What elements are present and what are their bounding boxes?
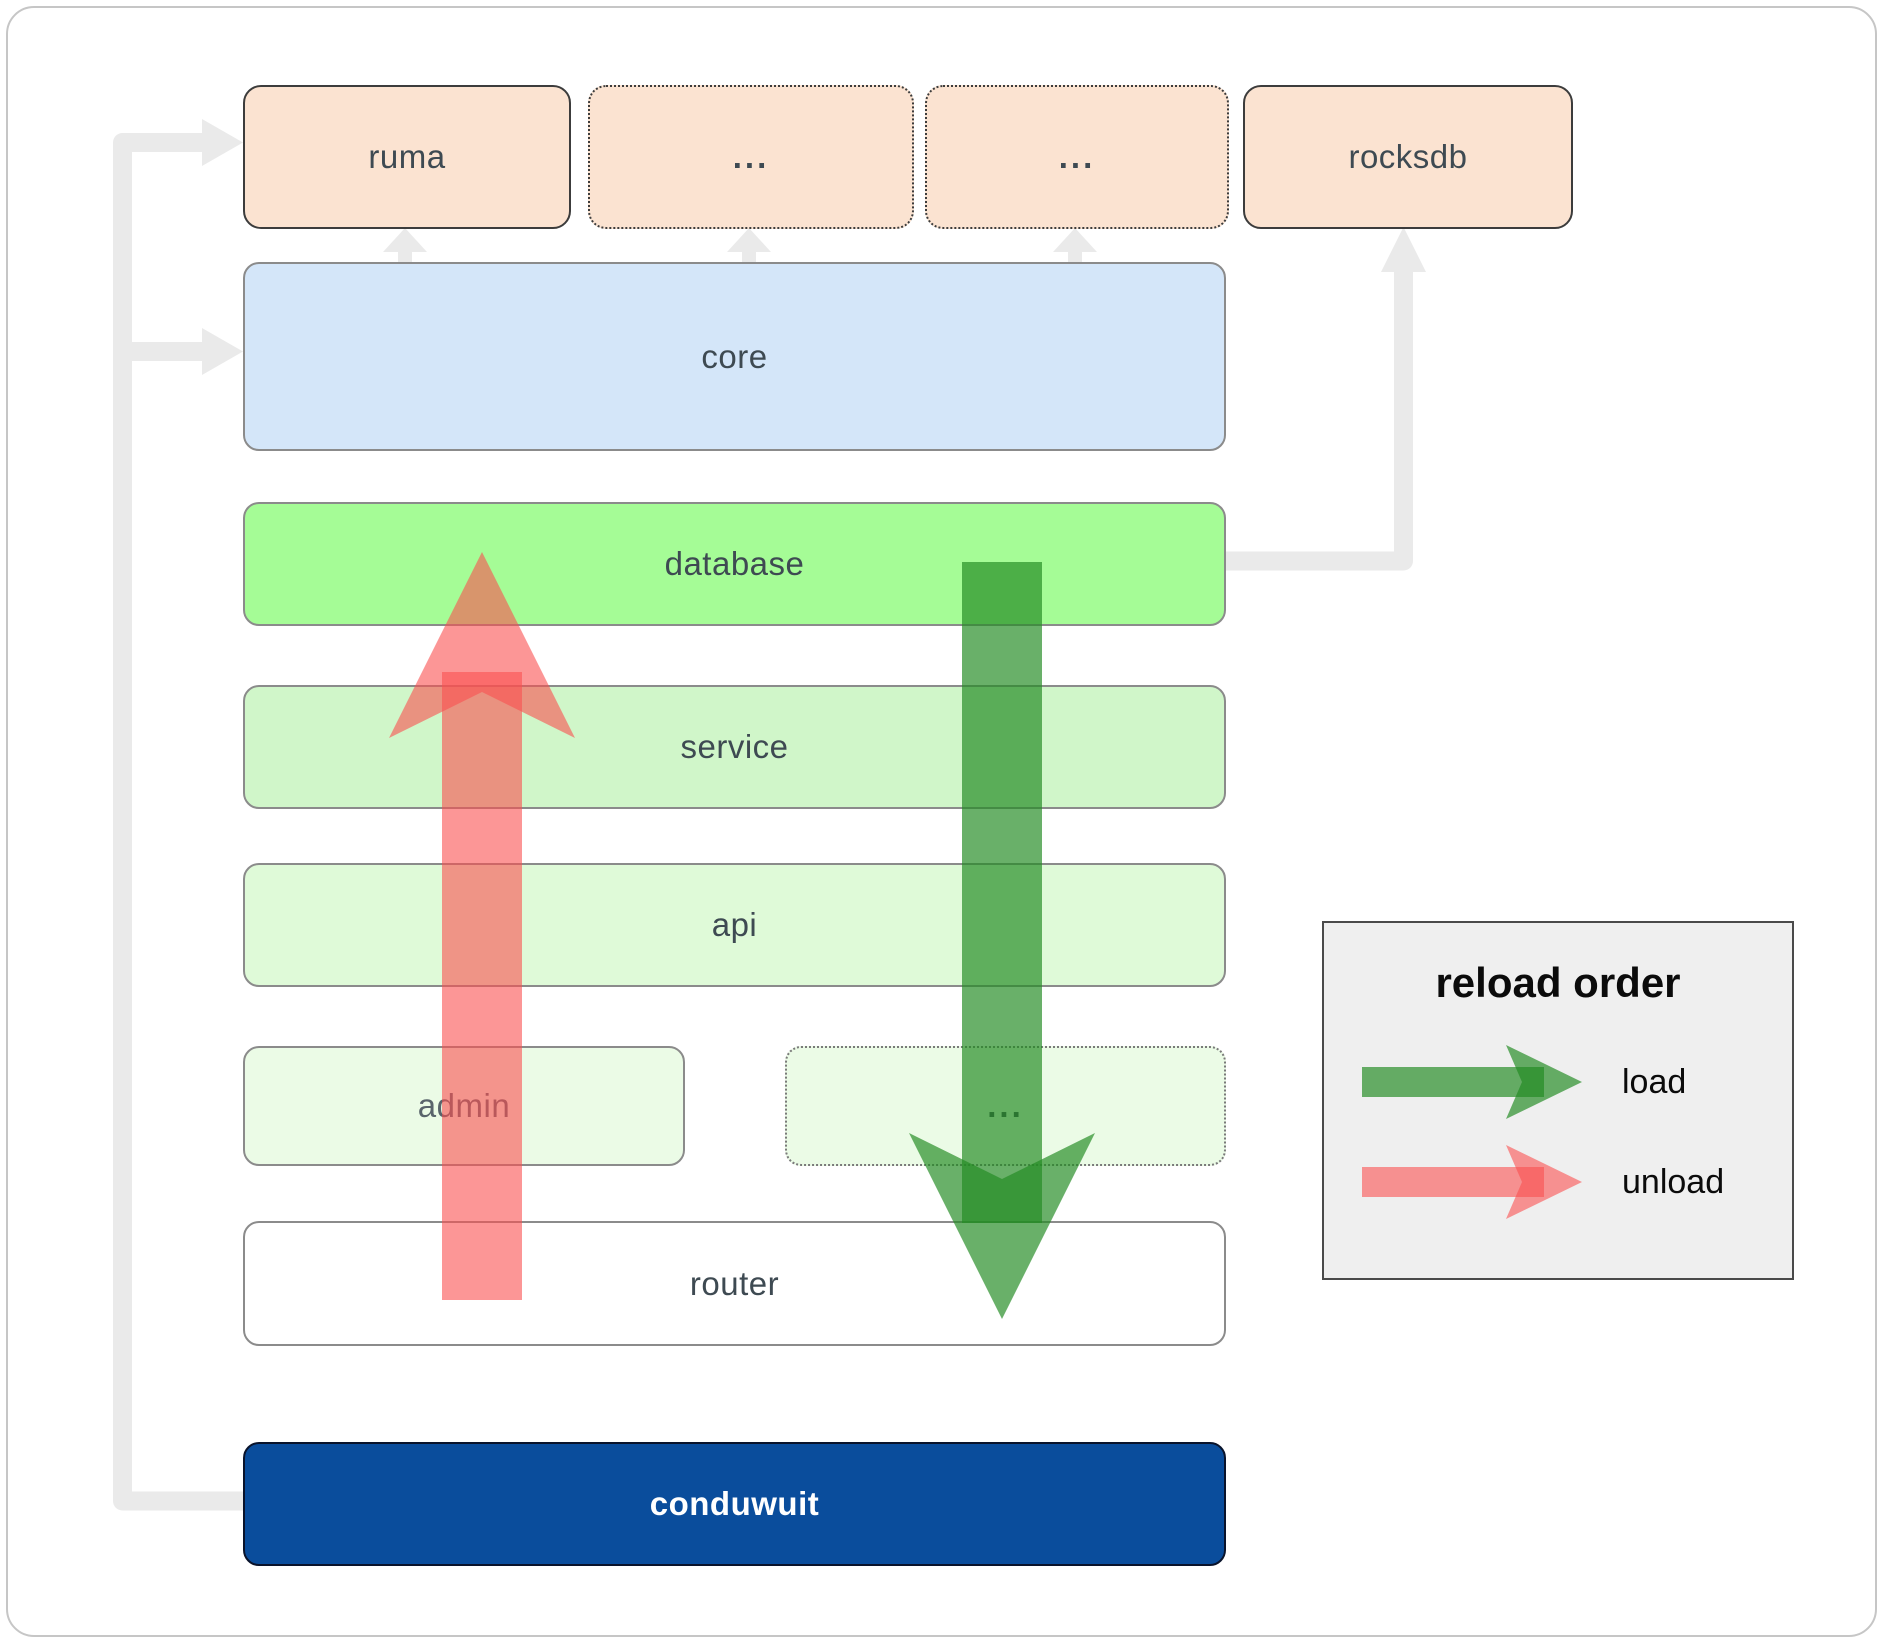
node-ruma-label: ruma <box>368 138 446 175</box>
node-ruma: ruma <box>243 85 571 229</box>
node-core: core <box>243 262 1226 451</box>
node-router: router <box>243 1221 1226 1346</box>
node-api-label: api <box>711 906 758 943</box>
node-core-label: core <box>701 337 768 375</box>
node-dependency-dots-1: ... <box>588 85 914 229</box>
legend-load-arrow-shaft <box>1362 1067 1544 1097</box>
node-dependency-dots-2: ... <box>925 85 1229 229</box>
arrowhead-into-rocksdb <box>1381 227 1426 272</box>
node-rocksdb-label: rocksdb <box>1348 138 1468 175</box>
node-database: database <box>243 502 1226 626</box>
unload-arrow-head <box>389 552 575 738</box>
node-api: api <box>243 863 1226 987</box>
connector-conduwuit-to-ruma <box>113 133 243 1511</box>
legend-unload-arrow-head <box>1506 1145 1582 1219</box>
node-rocksdb: rocksdb <box>1243 85 1573 229</box>
unload-arrow <box>389 552 575 1300</box>
node-dependency-dots-2-label: ... <box>1058 138 1096 175</box>
load-arrow-shaft <box>962 562 1042 1223</box>
legend-load-label: load <box>1622 1063 1687 1101</box>
unload-arrow-shaft <box>442 672 522 1300</box>
legend-unload-label: unload <box>1622 1163 1725 1201</box>
legend-title: reload order <box>1435 959 1681 1006</box>
node-conduwuit-label: conduwuit <box>649 1485 820 1522</box>
load-arrow-head <box>909 1133 1095 1319</box>
node-router-label: router <box>689 1264 780 1302</box>
node-dependency-dots-1-label: ... <box>732 138 770 175</box>
legend-unload-arrow <box>1362 1145 1582 1219</box>
legend-load-arrow-head <box>1506 1045 1582 1119</box>
arrowhead-into-core <box>202 328 243 375</box>
arrowhead-into-ruma <box>202 119 243 166</box>
legend-unload-arrow-shaft <box>1362 1167 1544 1197</box>
legend-box: reload order <box>1322 921 1794 1280</box>
legend-load-arrow <box>1362 1045 1582 1119</box>
load-arrow <box>909 562 1095 1319</box>
node-database-label: database <box>664 545 805 582</box>
node-service-label: service <box>680 728 789 765</box>
connector-database-to-rocksdb <box>1222 268 1413 571</box>
node-conduwuit: conduwuit <box>243 1442 1226 1566</box>
